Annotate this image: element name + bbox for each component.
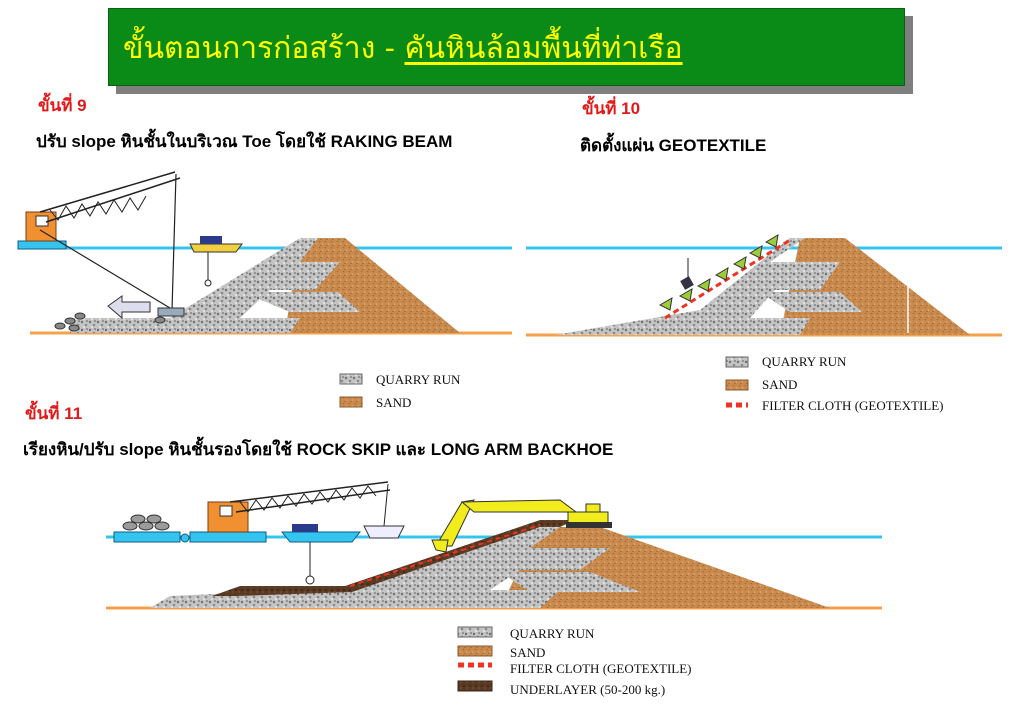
legend-step9-sand: SAND: [376, 395, 412, 410]
crane-window: [35, 215, 49, 227]
legend-swatch-sand: [457, 645, 493, 657]
crane-boom: [229, 481, 389, 503]
long-arm-backhoe: [431, 499, 612, 553]
legend-step11-sand: SAND: [510, 645, 546, 660]
crane-boom: [235, 489, 391, 513]
crane-boom-lattice: [49, 195, 147, 221]
step10-label: ขั้นที่ 10: [582, 99, 641, 118]
crane-window: [219, 505, 233, 517]
boat-cabin: [292, 524, 318, 532]
legend-swatch-quarry: [457, 626, 493, 638]
legend-step11-filter-cloth: FILTER CLOTH (GEOTEXTILE): [510, 661, 692, 676]
boat-hook: [305, 575, 315, 585]
boat: [280, 531, 362, 543]
quarry-run-layer: [760, 292, 862, 312]
boat: [189, 243, 243, 253]
step9-label: ขั้นที่ 9: [38, 96, 87, 115]
filter-cloth-line: [664, 238, 791, 320]
page-title: ขั้นตอนการก่อสร้าง - คันหินล้อมพื้นที่ท่…: [123, 25, 683, 72]
legend-swatch-quarry: [339, 373, 363, 385]
crane-cable: [171, 173, 177, 311]
crane-cable: [383, 483, 389, 527]
legend-step10-sand: SAND: [762, 377, 798, 392]
step11-diagram: [106, 481, 882, 610]
stones: [54, 312, 166, 332]
step10-description: ติดตั้งแผ่น GEOTEXTILE: [580, 136, 767, 155]
underlayer: [212, 520, 575, 596]
legend-swatch-sand: [339, 396, 363, 408]
arrow-icon: [107, 295, 151, 320]
legend-step9-swatches: [339, 373, 363, 408]
barge: [113, 531, 181, 543]
legend-step10-quarry: QUARRY RUN: [762, 354, 847, 369]
quarry-run-layer: [150, 527, 610, 608]
legend-swatch-underlayer: [457, 680, 493, 692]
legend-step11-swatches: [457, 626, 493, 692]
legend-step10-swatches: [725, 356, 749, 408]
legend-step10-filter-cloth: FILTER CLOTH (GEOTEXTILE): [762, 398, 944, 413]
step9-diagram: [17, 171, 512, 335]
legend-swatch-sand: [725, 379, 749, 391]
quarry-run-layer: [555, 238, 840, 335]
title-main: ขั้นตอนการก่อสร้าง -: [123, 31, 405, 66]
crane-boom: [39, 171, 176, 213]
raking-beam: [157, 307, 185, 317]
rock-skip: [363, 525, 405, 539]
step9-description: ปรับ slope หินชั้นในบริเวณ Toe โดยใช้ RA…: [36, 132, 453, 151]
boat-cabin: [200, 236, 222, 244]
crane-boom-lattice: [239, 485, 377, 513]
quarry-run-layer: [242, 292, 360, 312]
filter-cloth-line: [349, 524, 541, 587]
step11-description: เรียงหิน/ปรับ slope หินชั้นรองโดยใช้ ROC…: [23, 440, 614, 459]
crane-barge: [189, 531, 267, 543]
title-underlined: คันหินล้อมพื้นที่ท่าเรือ: [404, 31, 683, 66]
quarry-run-layer: [70, 238, 340, 333]
diver: [680, 258, 694, 290]
legend-step11-underlayer: UNDERLAYER (50-200 kg.): [510, 682, 666, 697]
crane-cable: [39, 229, 171, 309]
crane-boom: [45, 177, 181, 223]
barge: [17, 240, 67, 250]
legend-swatch-quarry: [725, 356, 749, 368]
legend-step9-quarry: QUARRY RUN: [376, 372, 461, 387]
stones: [122, 514, 170, 531]
legend-step11-quarry: QUARRY RUN: [510, 626, 595, 641]
geotextile-bags: [658, 234, 779, 311]
title-banner: ขั้นตอนการก่อสร้าง - คันหินล้อมพื้นที่ท่…: [108, 8, 905, 86]
step10-diagram: [526, 234, 1002, 337]
boat-hook: [204, 279, 212, 287]
quarry-run-layer: [500, 572, 640, 592]
step11-label: ขั้นที่ 11: [25, 404, 83, 423]
